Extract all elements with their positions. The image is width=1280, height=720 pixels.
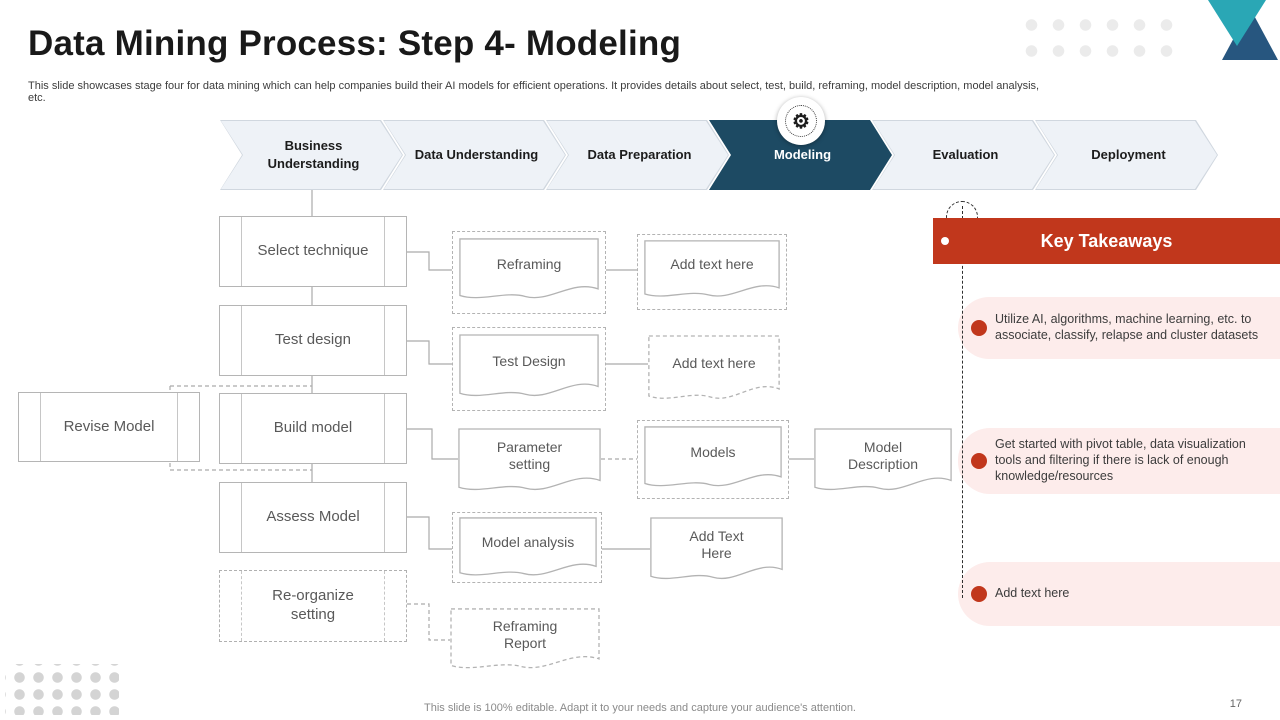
flow-box-label: Test design [275,331,351,349]
dashed-timeline [962,206,963,598]
page-title: Data Mining Process: Step 4- Modeling [28,24,682,63]
step-data-preparation[interactable]: Data Preparation [546,120,729,190]
document-shape [644,426,782,492]
flow-doc-label: Model Description [847,438,919,473]
chevron-fill [547,121,728,189]
flow-box-select-technique[interactable]: Select technique [219,216,407,287]
key-takeaways-banner: Key Takeaways [933,218,1280,264]
flow-doc-label: Reframing [496,256,562,273]
dashed-frame [637,234,787,310]
flow-doc-label: Add text here [672,355,756,372]
step-deployment[interactable]: Deployment [1035,120,1218,190]
dashed-frame [452,231,606,314]
flow-doc-model-description[interactable]: Model Description [814,428,952,496]
flow-doc-label: Test Design [492,353,566,370]
flow-box-revise-model[interactable]: Revise Model [18,392,200,462]
chevron-fill [873,121,1054,189]
step-business-understanding[interactable]: Business Understanding [220,120,403,190]
flow-box-label: Assess Model [266,508,360,526]
document-shape [459,334,599,402]
dot-grid-decoration-top-right [1013,5,1173,57]
flow-doc-label: Models [690,444,736,461]
flow-doc-models[interactable]: Models [644,426,782,492]
flow-doc-label: Reframing Report [492,617,558,652]
step-data-understanding[interactable]: Data Understanding [383,120,566,190]
document-shape [458,428,601,496]
document-shape [450,608,600,674]
document-shape [650,517,783,585]
flow-box-build-model[interactable]: Build model [219,393,407,464]
flow-box-label: Select technique [257,242,369,260]
flow-doc-label: Model analysis [481,534,575,551]
step-label: Deployment [1091,147,1166,163]
chevron-fill [221,121,402,189]
page-number: 17 [1229,698,1242,710]
flow-doc-add-text-2[interactable]: Add text here [648,335,780,405]
flow-box-label: Revise Model [63,417,155,435]
document-shape [814,428,952,496]
page-subtitle: This slide showcases stage four for data… [28,80,1040,104]
chevron-fill [1036,121,1217,189]
flow-doc-label: Add Text Here [689,527,744,562]
takeaway-text: Utilize AI, algorithms, machine learning… [995,312,1259,342]
dot-grid-decoration-bottom-left [5,664,119,715]
bullet-dot-icon [971,586,987,602]
takeaway-text: Add text here [995,586,1070,601]
step-label: Business Understanding [267,138,360,171]
document-shape [459,238,599,304]
flow-box-label: Re-organize setting [272,587,354,623]
document-shape [648,335,780,405]
step-label: Data Preparation [587,147,692,163]
flow-box-test-design[interactable]: Test design [219,305,407,376]
takeaway-row [958,562,1280,626]
dashed-frame [452,327,606,411]
takeaway-row [958,297,1280,359]
step-label: Evaluation [932,147,999,163]
process-step-bar: Business Understanding Data Understandin… [220,120,1218,190]
takeaway-text: Get started with pivot table, data visua… [995,437,1246,483]
gear-icon: ⚙ [777,97,825,145]
banner-bullet-icon [941,237,949,245]
flow-doc-model-analysis[interactable]: Model analysis [459,517,597,581]
flow-doc-reframing-report[interactable]: Reframing Report [450,608,600,674]
dashed-frame [452,512,602,583]
step-label: Modeling [773,147,832,163]
flow-doc-add-text-1[interactable]: Add text here [644,240,780,302]
flow-doc-add-text-3[interactable]: Add Text Here [650,517,783,585]
flow-doc-test-design[interactable]: Test Design [459,334,599,402]
document-shape [644,240,780,302]
document-shape [459,517,597,581]
bullet-dot-icon [971,320,987,336]
flow-doc-label: Parameter setting [496,438,563,473]
step-label: Data Understanding [414,147,539,163]
flow-box-reorganize-setting[interactable]: Re-organize setting [219,570,407,642]
step-evaluation[interactable]: Evaluation [872,120,1055,190]
chevron-fill [384,121,565,189]
flow-doc-reframing[interactable]: Reframing [459,238,599,304]
flow-box-assess-model[interactable]: Assess Model [219,482,407,553]
brand-logo-triangles-icon [1208,0,1278,60]
takeaway-row [958,428,1280,494]
flow-box-label: Build model [273,419,353,437]
flow-doc-parameter-setting[interactable]: Parameter setting [458,428,601,496]
dashed-frame [637,420,789,499]
bullet-dot-icon [971,453,987,469]
footer-note: This slide is 100% editable. Adapt it to… [424,702,856,714]
key-takeaways-title: Key Takeaways [1040,230,1173,251]
flow-doc-label: Add text here [670,256,754,273]
